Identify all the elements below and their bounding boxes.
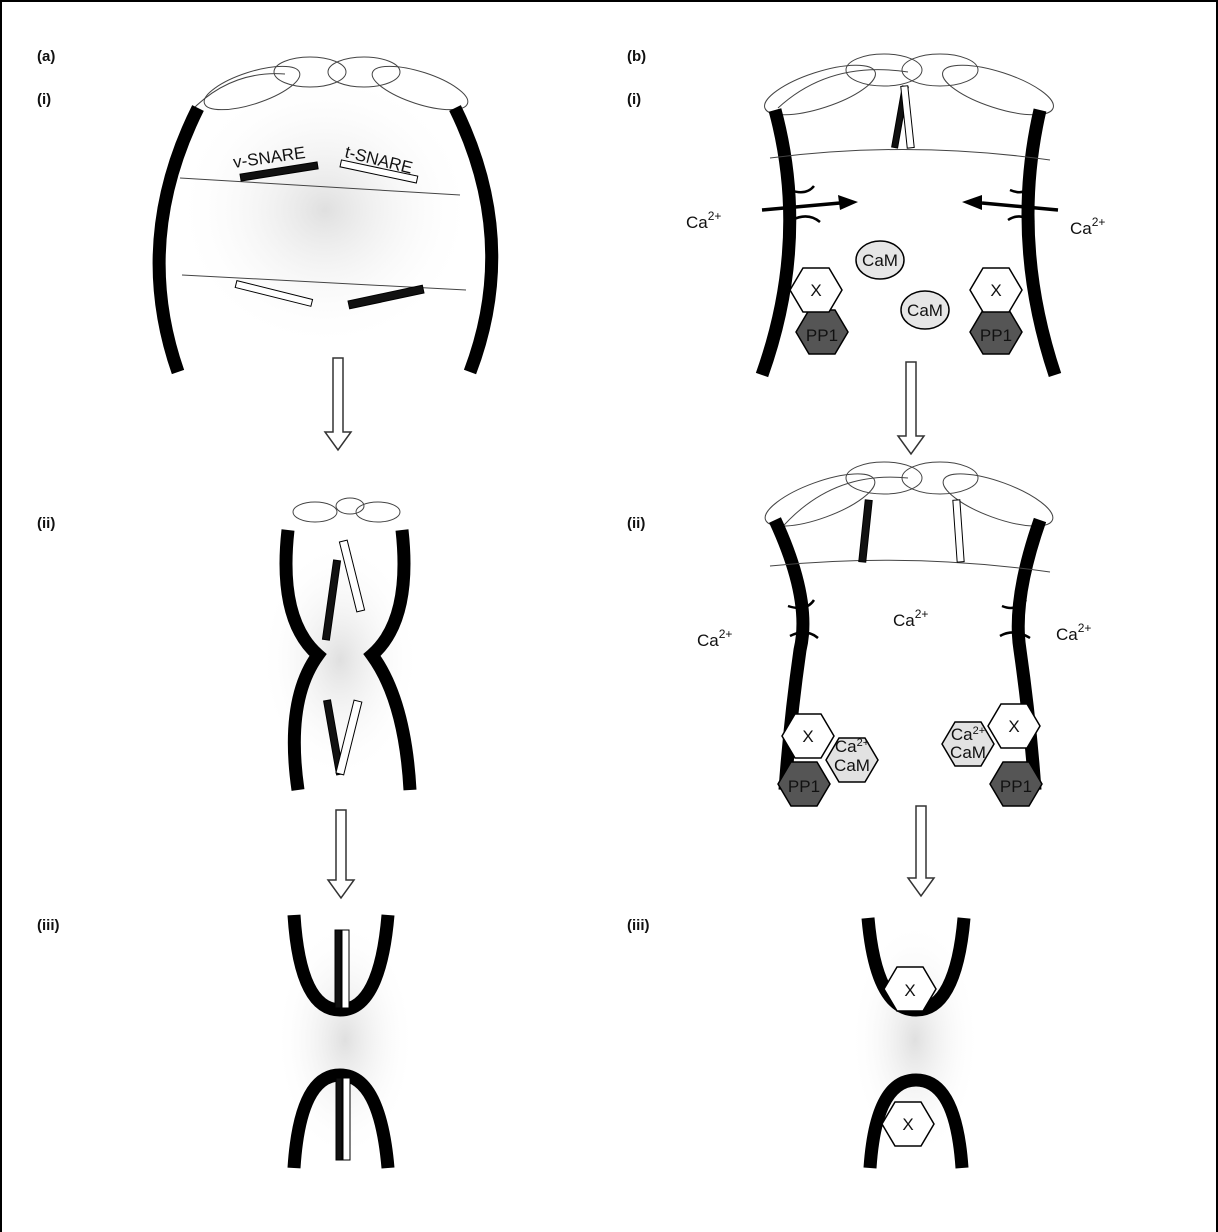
x-label: X: [810, 281, 821, 300]
ca-label: Ca2+: [697, 627, 732, 650]
step-label-a-ii: (ii): [37, 515, 55, 532]
panel-label-b: (b): [627, 48, 646, 65]
x-label: X: [1008, 717, 1019, 736]
membrane-right: [1018, 520, 1040, 790]
arrow-head: [838, 195, 858, 210]
flow-arrow: [328, 810, 354, 898]
cap-vesicle: [293, 502, 337, 522]
cap-vesicle: [902, 54, 978, 86]
panel-b-ii: Ca2+ Ca2+ Ca2+ PP1 Ca2+ CaM X PP1 Ca2+ C…: [697, 462, 1091, 806]
ca-label: Ca2+: [1070, 215, 1105, 238]
flow-arrow: [908, 806, 934, 896]
cap-vesicle: [356, 502, 400, 522]
snare-rod-light: [342, 930, 349, 1008]
membrane-right: [1028, 110, 1055, 375]
cap-vesicle: [902, 462, 978, 494]
ca-label: Ca2+: [686, 209, 721, 232]
snare-rod-dark: [859, 500, 872, 562]
step-label-a-iii: (iii): [37, 917, 60, 934]
step-label-b-ii: (ii): [627, 515, 645, 532]
snare-rod-dark: [336, 1078, 342, 1160]
ca-label: Ca2+: [893, 607, 928, 630]
ca-label: Ca2+: [1056, 621, 1091, 644]
panel-a-iii: [275, 915, 415, 1168]
step-label-b-i: (i): [627, 91, 641, 108]
panel-b-iii: X X: [850, 918, 980, 1168]
x-label: X: [902, 1115, 913, 1134]
flow-arrow: [325, 358, 351, 450]
cam-label: CaM: [907, 301, 943, 320]
pp1-label: PP1: [788, 777, 820, 796]
panel-b-i: Ca2+ Ca2+ CaM CaM PP1 X PP1 X: [686, 54, 1105, 375]
pp1-label: PP1: [1000, 777, 1032, 796]
cap-vesicle: [846, 462, 922, 494]
flow-arrow: [898, 362, 924, 454]
snare-rod-light: [343, 1078, 350, 1160]
x-label: X: [802, 727, 813, 746]
shading-halo: [175, 70, 475, 350]
thin-membrane-line: [770, 149, 1050, 160]
cap-outline: [778, 70, 908, 108]
step-label-b-iii: (iii): [627, 917, 650, 934]
x-label: X: [990, 281, 1001, 300]
pp1-label: PP1: [806, 326, 838, 345]
snare-rod-light: [953, 500, 964, 562]
ca-influx-arrow-left: [762, 203, 840, 210]
step-label-a-i: (i): [37, 91, 51, 108]
panel-a-ii: [260, 498, 420, 790]
ca-cam-label: CaM: [834, 756, 870, 775]
pp1-label: PP1: [980, 326, 1012, 345]
x-label: X: [904, 981, 915, 1000]
arrow-head: [962, 195, 982, 210]
ca-cam-label: CaM: [950, 743, 986, 762]
snare-rod-dark: [335, 930, 341, 1008]
thin-membrane-line: [770, 560, 1050, 572]
cam-label: CaM: [862, 251, 898, 270]
membrane-left: [762, 110, 790, 375]
cap-outline: [778, 477, 908, 532]
panel-a-i: v-SNARE t-SNARE: [159, 57, 492, 372]
ca-influx-arrow-right: [982, 203, 1058, 210]
panel-label-a: (a): [37, 48, 55, 65]
